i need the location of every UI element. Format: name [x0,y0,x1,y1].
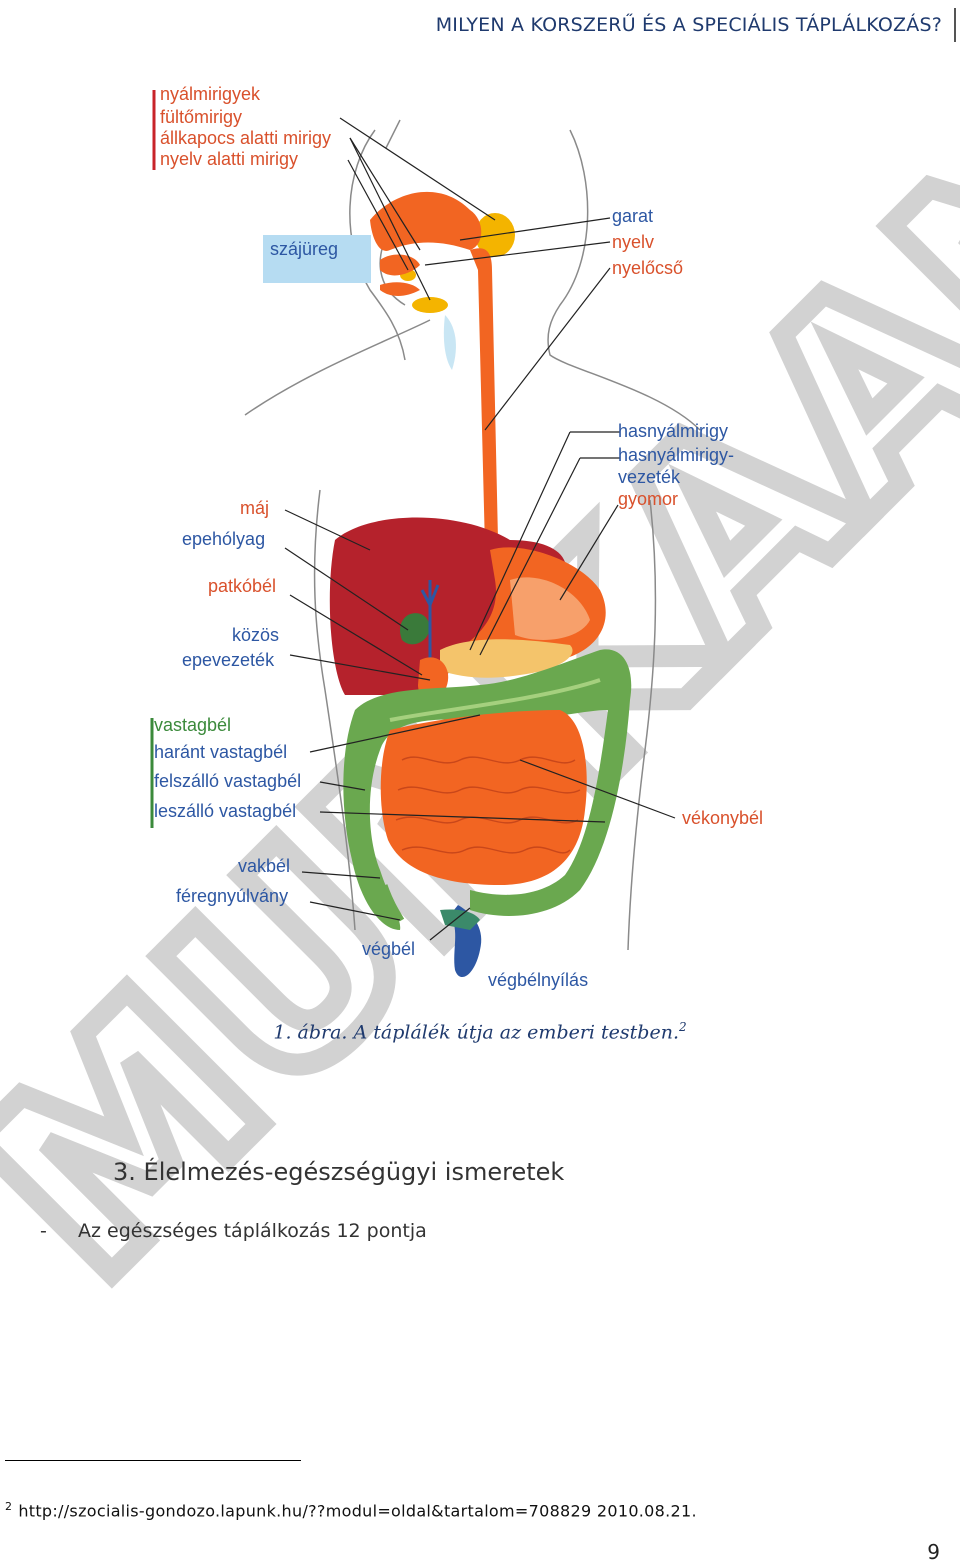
pointer-lines [284,117,676,941]
footnote-separator [5,1460,301,1461]
large-intestine [343,649,632,930]
figure-caption: 1. ábra. A táplálék útja az emberi testb… [0,1020,960,1043]
label-hasnyalmirigy-vezetek-2: vezeték [618,467,681,487]
footnote-number: 2 [5,1500,13,1513]
running-header-title: MILYEN A KORSZERŰ ÉS A SPECIÁLIS TÁPLÁLK… [435,14,942,36]
list-item-text: Az egészséges táplálkozás 12 pontja [78,1220,427,1242]
label-nyelv-alatti: nyelv alatti mirigy [160,149,299,169]
section-heading: 3. Élelmezés-egészségügyi ismeretek [113,1158,565,1186]
label-nyalmirigyek: nyálmirigyek [160,84,261,104]
label-szajureg: szájüreg [270,239,339,259]
label-leszallo: leszálló vastagbél [154,801,297,821]
label-vegbelnyilas: végbélnyílás [488,970,589,990]
header-accent-bar [954,8,956,42]
label-vekonybel: vékonybél [682,808,764,828]
label-fultomirigy: fültőmirigy [160,107,243,127]
footnote-ref[interactable]: 2 [679,1020,687,1034]
page-number: 9 [927,1540,940,1564]
body-outline [244,119,701,951]
esophagus [470,248,499,552]
label-nyelv: nyelv [612,232,655,252]
szajureg-box [263,235,371,283]
label-vegbel: végbél [362,939,416,959]
label-patkobel: patkóbél [208,576,277,596]
appendix [382,884,405,922]
label-vakbel: vakbél [238,856,291,876]
footnote-link[interactable]: http://szocialis-gondozo.lapunk.hu/??mod… [18,1501,697,1521]
label-nyelocso: nyelőcső [612,258,684,278]
list-dash: - [40,1220,47,1242]
gallbladder [400,613,430,645]
label-garat: garat [612,206,654,226]
trachea [443,315,456,370]
figure-caption-text: 1. ábra. A táplálék útja az emberi testb… [273,1021,679,1044]
label-vastagbel: vastagbél [154,715,232,735]
label-hasnyalmirigy: hasnyálmirigy [618,421,729,441]
list-item: - Az egészséges táplálkozás 12 pontja [40,1220,427,1242]
pancreas [440,639,573,678]
label-gyomor: gyomor [618,489,679,509]
digestive-system-diagram [150,90,701,978]
label-allkapocs: állkapocs alatti mirigy [160,128,332,148]
label-kozos-2: epevezeték [182,650,275,670]
mouth [370,191,482,296]
label-felszallo: felszálló vastagbél [154,771,302,791]
label-kozos-1: közös [232,625,280,645]
label-harant: haránt vastagbél [154,742,288,762]
footnote: 2 http://szocialis-gondozo.lapunk.hu/??mo… [5,1500,697,1520]
label-hasnyalmirigy-vezetek-1: hasnyálmirigy- [618,445,735,465]
label-feregnyulvany: féregnyúlvány [176,886,289,906]
small-intestine [380,710,587,885]
label-maj: máj [240,498,270,518]
label-epeholyag: epehólyag [182,529,266,549]
